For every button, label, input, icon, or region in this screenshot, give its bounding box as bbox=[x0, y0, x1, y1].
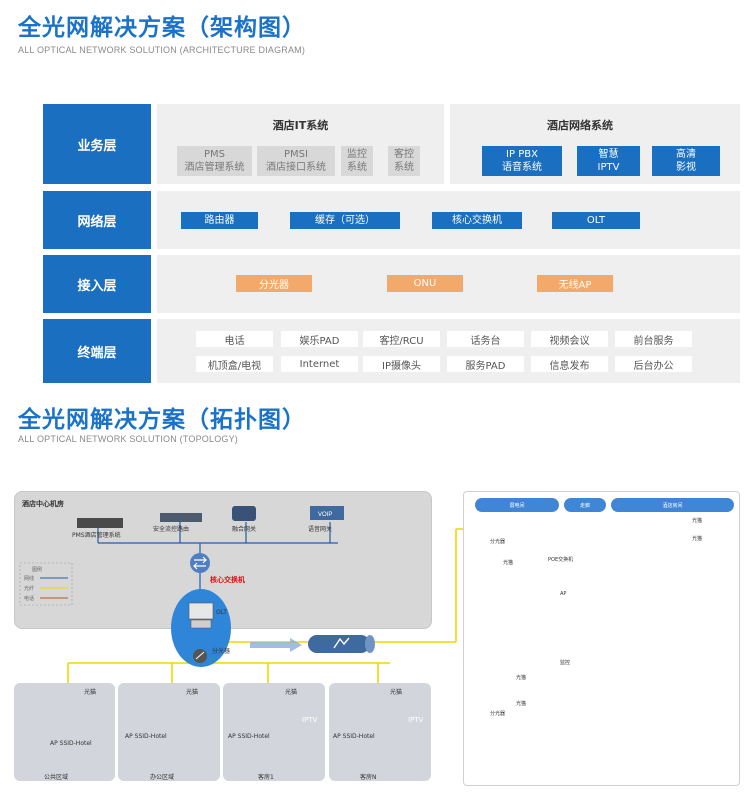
ap-label: AP SSID-Hotel bbox=[333, 733, 375, 740]
layer-network: 网络层 bbox=[43, 191, 151, 249]
layer-terminal: 终端层 bbox=[43, 319, 151, 383]
network-olt: OLT bbox=[552, 212, 640, 229]
right-onu-label: 光猫 bbox=[692, 518, 703, 524]
legend-title: 图例 bbox=[32, 567, 43, 573]
network-panel: 路由器 缓存（可选） 核心交换机 OLT bbox=[157, 191, 740, 249]
terminal-item: 机顶盒/电视 bbox=[196, 356, 273, 372]
terminal-item: 视频会议 bbox=[531, 331, 608, 347]
zone-label: 客房1 bbox=[258, 774, 274, 781]
network-cache: 缓存（可选） bbox=[290, 212, 400, 229]
right-poe-label: POE交换机 bbox=[548, 557, 574, 563]
access-panel: 分光器 ONU 无线AP bbox=[157, 255, 740, 313]
zone-public bbox=[14, 683, 115, 781]
terminal-item: 信息发布 bbox=[531, 356, 608, 372]
onu-label: 光猫 bbox=[285, 689, 298, 696]
server-pms: PMS酒店管理系统 bbox=[72, 532, 121, 539]
terminal-panel: 电话 娱乐PAD 客控/RCU 话务台 视频会议 前台服务 机顶盒/电视 Int… bbox=[157, 319, 740, 383]
access-splitter: 分光器 bbox=[236, 275, 312, 292]
terminal-item: 电话 bbox=[196, 331, 273, 347]
terminal-item: IP摄像头 bbox=[363, 356, 440, 372]
onu-label: 光猫 bbox=[84, 689, 97, 696]
right-splitter-label: 分光器 bbox=[490, 539, 506, 545]
section1-title: 全光网解决方案（架构图） bbox=[18, 15, 306, 41]
pill-weak-room: 弱电间 bbox=[475, 498, 559, 512]
pill-hotel-room: 酒店房间 bbox=[611, 498, 734, 512]
layer-business: 业务层 bbox=[43, 104, 151, 184]
legend-item: 光纤 bbox=[24, 586, 35, 592]
pill-corridor: 走廊 bbox=[564, 498, 606, 512]
splitter-label: 分光器 bbox=[212, 648, 231, 655]
hotel-it-title: 酒店IT系统 bbox=[272, 119, 329, 132]
server-gateway: 融合网关 bbox=[232, 526, 257, 533]
it-item-roomctrl: 客控系统 bbox=[388, 146, 420, 176]
right-onu-label: 光猫 bbox=[503, 560, 514, 566]
zone-label: 公共区域 bbox=[44, 774, 69, 781]
olt-label: OLT bbox=[216, 609, 227, 616]
legend-item: 电话 bbox=[24, 596, 35, 602]
terminal-item: 前台服务 bbox=[615, 331, 692, 347]
terminal-item: 服务PAD bbox=[447, 356, 524, 372]
ap-label: AP SSID-Hotel bbox=[228, 733, 270, 740]
zone-room1 bbox=[223, 683, 325, 781]
section2-title: 全光网解决方案（拓扑图） bbox=[18, 407, 306, 433]
zone-roomN bbox=[329, 683, 431, 781]
it-item-monitor: 监控系统 bbox=[341, 146, 373, 176]
server-voip: 语音网关 bbox=[308, 526, 333, 533]
iptv-label: IPTV bbox=[302, 716, 318, 724]
network-core-switch: 核心交换机 bbox=[432, 212, 522, 229]
terminal-item: 后台办公 bbox=[615, 356, 692, 372]
core-switch-label: 核心交换机 bbox=[210, 576, 245, 584]
hotel-floor-panel bbox=[463, 491, 740, 786]
svg-text:VOIP: VOIP bbox=[318, 512, 332, 518]
terminal-item: 娱乐PAD bbox=[281, 331, 358, 347]
right-onu-label: 光猫 bbox=[516, 675, 527, 681]
zone-label: 客房N bbox=[360, 774, 377, 781]
section2-subtitle: ALL OPTICAL NETWORK SOLUTION (TOPOLOGY) bbox=[18, 434, 239, 444]
server-router: 安全流控路由 bbox=[153, 526, 190, 533]
zone-label: 办公区域 bbox=[150, 774, 175, 781]
right-ap-label: AP bbox=[560, 591, 567, 597]
access-wireless-ap: 无线AP bbox=[537, 275, 613, 292]
hotel-net-title: 酒店网络系统 bbox=[547, 119, 613, 132]
net-item-hdvideo: 高清影视 bbox=[652, 146, 720, 176]
ap-label: AP SSID-Hotel bbox=[125, 733, 167, 740]
terminal-item: 客控/RCU bbox=[363, 331, 440, 347]
terminal-item: 话务台 bbox=[447, 331, 524, 347]
layer-access: 接入层 bbox=[43, 255, 151, 313]
section1-subtitle: ALL OPTICAL NETWORK SOLUTION (ARCHITECTU… bbox=[18, 45, 306, 55]
terminal-item: Internet bbox=[281, 356, 358, 372]
machine-room-title: 酒店中心机房 bbox=[22, 500, 64, 508]
right-splitter-label: 分光器 bbox=[490, 711, 506, 717]
onu-label: 光猫 bbox=[186, 689, 199, 696]
legend-item: 网线 bbox=[24, 576, 35, 582]
ap-label: AP SSID-Hotel bbox=[50, 740, 92, 747]
network-router: 路由器 bbox=[181, 212, 258, 229]
access-onu: ONU bbox=[387, 275, 463, 292]
right-camera-label: 监控 bbox=[560, 660, 571, 666]
right-onu-label: 光猫 bbox=[516, 701, 527, 707]
onu-label: 光猫 bbox=[390, 689, 403, 696]
right-onu-label: 光猫 bbox=[692, 536, 703, 542]
iptv-label: IPTV bbox=[408, 716, 424, 724]
zone-office bbox=[118, 683, 220, 781]
